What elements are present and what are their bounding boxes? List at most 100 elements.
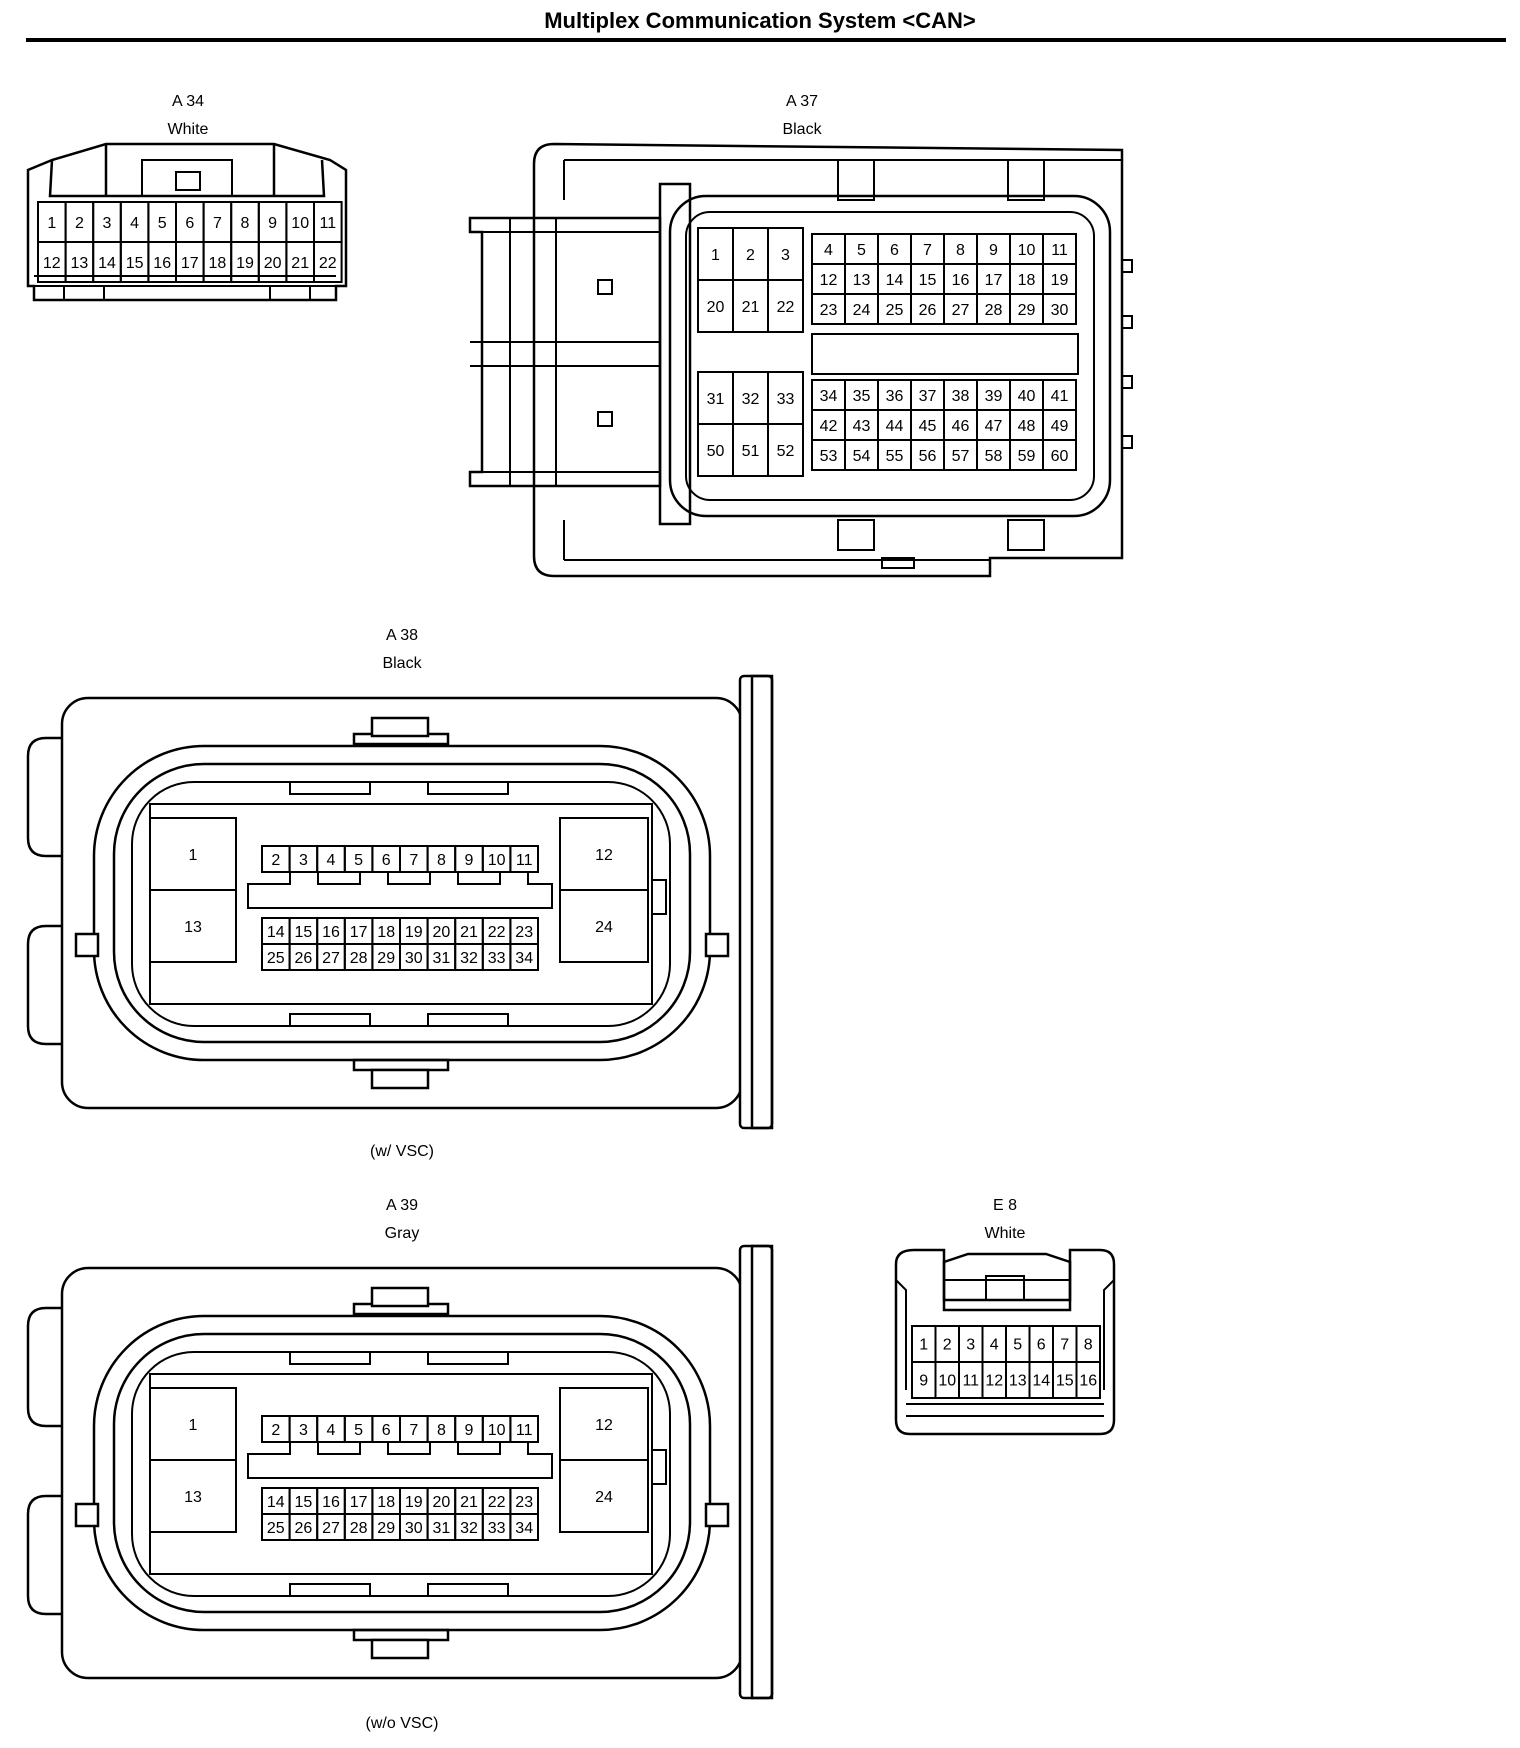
pin-box	[1075, 1361, 1101, 1399]
pin-number: 16	[322, 924, 340, 941]
pin-number: 25	[886, 302, 904, 319]
pin-cell: 11	[509, 845, 539, 873]
pin-cell: 32	[732, 371, 769, 425]
pin-number: 9	[919, 1372, 928, 1389]
pin-number: 2	[943, 1336, 952, 1353]
pin-cell: 4	[119, 201, 150, 243]
pin-number: 57	[952, 448, 970, 465]
pin-cell: 33	[767, 371, 804, 425]
pin-number: 43	[853, 418, 871, 435]
pin-number: 3	[966, 1336, 975, 1353]
connector-a38-color: Black	[382, 655, 422, 672]
pin-number: 10	[938, 1372, 956, 1389]
pin-number: 3	[781, 247, 790, 264]
connector-a39-housing	[26, 1244, 774, 1700]
pin-box	[509, 943, 539, 971]
pin-number: 1	[189, 847, 198, 864]
pin-number: 12	[820, 272, 838, 289]
pin-number: 4	[824, 242, 833, 259]
pin-number: 5	[1013, 1336, 1022, 1353]
pin-cell: 18	[1009, 263, 1044, 295]
pin-number: 1	[189, 1417, 198, 1434]
pin-number: 2	[746, 247, 755, 264]
pin-cell: 59	[1009, 439, 1044, 471]
pin-cell: 60	[1042, 439, 1077, 471]
pin-cell: 36	[877, 379, 912, 411]
pin-number: 13	[853, 272, 871, 289]
pin-number: 29	[1018, 302, 1036, 319]
pin-cell: 5	[1005, 1325, 1031, 1363]
pin-number: 33	[488, 950, 506, 967]
pin-cell: 53	[811, 439, 846, 471]
pin-cell: 22	[313, 241, 343, 283]
pin-cell: 46	[943, 409, 978, 441]
pin-box	[767, 423, 804, 477]
pin-box	[149, 889, 237, 963]
pin-cell: 42	[811, 409, 846, 441]
pin-number: 15	[295, 1494, 313, 1511]
pin-number: 31	[707, 391, 725, 408]
pin-number: 26	[295, 1520, 313, 1537]
pin-cell: 1	[911, 1325, 937, 1363]
pin-cell: 40	[1009, 379, 1044, 411]
pin-cell: 12	[811, 263, 846, 295]
pin-cell: 34	[811, 379, 846, 411]
pin-cell: 7	[202, 201, 233, 243]
pin-number: 13	[184, 919, 202, 936]
pin-number: 4	[327, 852, 336, 869]
pin-number: 21	[742, 299, 760, 316]
pin-number: 34	[515, 1520, 533, 1537]
connector-e8-code: E 8	[993, 1197, 1017, 1214]
pin-number: 32	[742, 391, 760, 408]
pin-cell: 24	[844, 293, 879, 325]
pin-number: 9	[465, 1422, 474, 1439]
pin-cell: 25	[877, 293, 912, 325]
pin-number: 6	[382, 852, 391, 869]
pin-cell: 34	[509, 943, 539, 971]
pin-cell: 38	[943, 379, 978, 411]
pin-number: 11	[516, 1422, 533, 1439]
pin-number: 19	[1051, 272, 1069, 289]
pin-number: 12	[43, 255, 61, 272]
pin-cell: 16	[943, 263, 978, 295]
pin-number: 26	[295, 950, 313, 967]
pin-number: 50	[707, 443, 725, 460]
pin-cell: 6	[877, 233, 912, 265]
pin-cell: 44	[877, 409, 912, 441]
pin-number: 30	[405, 950, 423, 967]
pin-number: 11	[1051, 242, 1068, 259]
pin-number: 5	[857, 242, 866, 259]
pin-cell: 15	[910, 263, 945, 295]
pin-number: 7	[1060, 1336, 1069, 1353]
pin-cell: 5	[147, 201, 177, 243]
pin-number: 22	[488, 924, 506, 941]
pin-number: 9	[268, 215, 277, 232]
pin-cell: 22	[767, 279, 804, 333]
pin-number: 27	[322, 1520, 340, 1537]
pin-box	[509, 1513, 539, 1541]
pin-cell: 4	[981, 1325, 1007, 1363]
pin-number: 49	[1051, 418, 1069, 435]
pin-cell: 45	[910, 409, 945, 441]
pin-cell: 1	[697, 227, 734, 281]
connector-a37-code: A 37	[786, 93, 818, 110]
pin-number: 14	[98, 255, 116, 272]
pin-box	[313, 241, 343, 283]
pin-number: 6	[890, 242, 899, 259]
pin-number: 48	[1018, 418, 1036, 435]
pin-number: 24	[595, 919, 613, 936]
pin-number: 45	[919, 418, 937, 435]
pin-number: 10	[488, 1422, 506, 1439]
pin-number: 35	[853, 388, 871, 405]
pin-number: 3	[299, 1422, 308, 1439]
pin-cell: 2	[64, 201, 95, 243]
pin-cell: 28	[976, 293, 1011, 325]
pin-cell: 54	[844, 439, 879, 471]
pin-number: 13	[1009, 1372, 1027, 1389]
pin-number: 18	[209, 255, 227, 272]
pin-number: 51	[742, 443, 760, 460]
pin-cell: 3	[958, 1325, 984, 1363]
pin-number: 2	[271, 852, 280, 869]
pin-box	[1042, 439, 1077, 471]
